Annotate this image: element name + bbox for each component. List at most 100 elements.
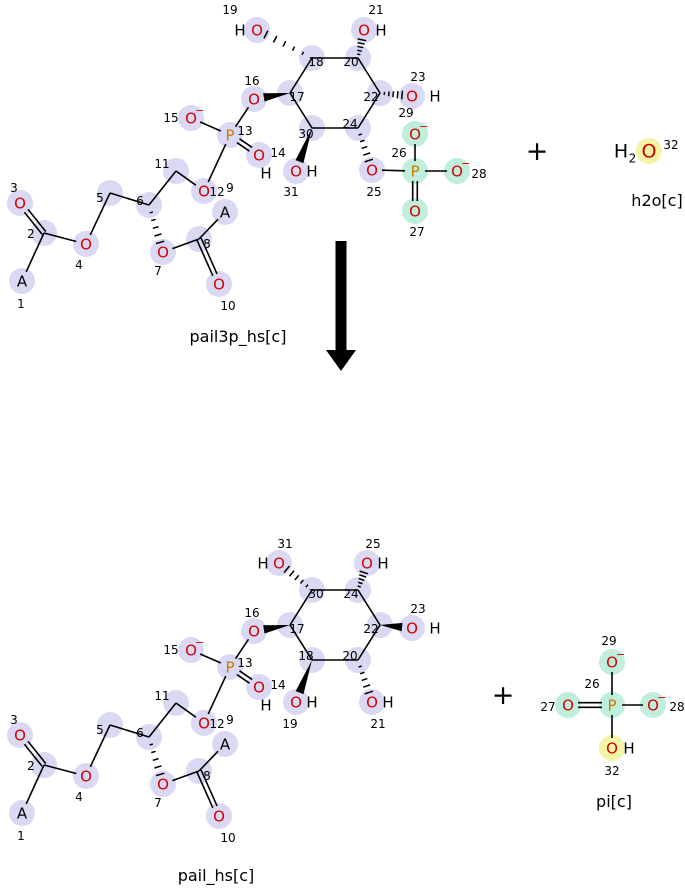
pail_hs-atom-H25: H <box>377 554 388 572</box>
pail3p_hs-atom-number-O10: 10 <box>220 299 235 313</box>
pail3p_hs-bond-C24-O25-hash <box>361 145 368 150</box>
pail3p_hs-atom-O14: O <box>253 146 265 164</box>
pail_hs-atom-O12: O <box>198 714 210 732</box>
pi-highlight-P26 <box>599 692 625 718</box>
pi-highlight-O29 <box>599 649 625 675</box>
pail3p_hs-bond-P13-O14 <box>239 138 253 149</box>
pail3p_hs-bond-C11-C6 <box>148 170 177 206</box>
pail3p_hs-atom-number-O27: 27 <box>409 225 424 239</box>
pail_hs-bond-C20-O21-hash <box>364 690 374 695</box>
pail_hs-bond-C24-C22 <box>357 589 381 626</box>
pail3p_hs-atom-O4: O <box>80 235 92 253</box>
pail_hs-atom-O31: O <box>273 554 285 572</box>
pail3p_hs-highlight-O3 <box>7 190 33 216</box>
pail3p_hs-bond-P13-O15 <box>199 121 222 132</box>
pail_hs-atom-number-C11: 11 <box>154 689 169 703</box>
pail_hs-atom-H19: H <box>306 693 317 711</box>
pail_hs-charge-O15: − <box>195 636 204 649</box>
pail3p_hs-atom-H21: H <box>375 21 386 39</box>
pail3p_hs-atom-number-O14: 14 <box>270 146 285 160</box>
pail3p_hs-bond-C20-O21-hash <box>357 45 364 49</box>
pail_hs-bond-C20-O21-hash <box>361 677 368 682</box>
pail_hs-bond-C30-O31-hash <box>288 570 295 577</box>
product-label: pail_hs[c] <box>177 866 255 885</box>
pail3p_hs-atom-number-O4: 4 <box>75 258 83 272</box>
pail3p_hs-atom-number-O12: 12 <box>209 185 224 199</box>
pail3p_hs-atom-O29: O <box>409 125 421 143</box>
pail_hs-atom-number-O3: 3 <box>10 713 18 727</box>
pi-highlight-O28 <box>640 692 666 718</box>
pail3p_hs-atom-number-P26: 26 <box>391 146 406 160</box>
pi-atom-O32: O <box>606 739 618 757</box>
pail_hs-highlight-O3 <box>7 722 33 748</box>
pail3p_hs-atom-O12: O <box>198 182 210 200</box>
pail3p_hs-atom-number-C11: 11 <box>154 157 169 171</box>
pail_hs-bond-C8-A9 <box>198 750 219 772</box>
pail3p_hs-bond-C20-C22 <box>357 57 381 94</box>
pail3p_hs-atom-H31: H <box>306 162 317 180</box>
pail3p_hs-atom-P13: P <box>225 126 234 144</box>
pail3p_hs-bond-C6-O7-hash <box>152 225 159 230</box>
pail3p_hs-atom-P26: P <box>410 162 419 180</box>
pail3p_hs-highlight-O23 <box>399 83 425 109</box>
pail3p_hs-bond-C30-O31-wedge <box>295 128 312 164</box>
pail3p_hs-bond-C22-O23-hash <box>396 90 399 99</box>
pail_hs-bond-C20-O21-hash <box>359 671 365 675</box>
pi-atom-O27: O <box>562 696 574 714</box>
pail_hs-atom-number-C24: 24 <box>343 587 358 601</box>
pail_hs-highlight-O19 <box>283 689 309 715</box>
pail3p_hs-bond-C18-O19-hash <box>291 46 296 52</box>
pi-atom-number-O32: 32 <box>604 764 619 778</box>
pail3p_hs-atom-number-O25: 25 <box>366 185 381 199</box>
pi-atom-number-O29: 29 <box>601 634 616 648</box>
pail3p_hs-bond-O25-P26 <box>381 169 406 172</box>
pail3p_hs-atom-number-C8: 8 <box>203 237 211 251</box>
pail_hs-atom-O3: O <box>14 726 26 744</box>
pail3p_hs-bond-C6-O7-hash <box>155 240 165 245</box>
pail3p_hs-bond-C18-O19-hash <box>272 35 278 43</box>
pail_hs-bond-P13-O14 <box>239 670 253 681</box>
pail3p_hs-bond-C2-O3 <box>23 211 43 235</box>
h2o-subscript-H: 2 <box>629 151 637 165</box>
pail3p_hs-atom-number-C6: 6 <box>136 194 144 208</box>
pail_hs-bond-C2-O3 <box>23 743 43 767</box>
pail3p_hs-bond-C22-C24 <box>357 92 381 129</box>
pail_hs-bond-C20-O21-hash <box>358 665 362 668</box>
pail3p_hs-atom-number-P13: 13 <box>237 124 252 138</box>
pi-atom-O29: O <box>606 653 618 671</box>
pail3p_hs-atom-number-O31: 31 <box>283 185 298 199</box>
pail_hs-bond-O7-C8 <box>172 770 200 782</box>
pail3p_hs-atom-O7: O <box>157 243 169 261</box>
h2o-atom-H: H <box>614 141 628 163</box>
pail_hs-atom-number-C6: 6 <box>136 726 144 740</box>
pail3p_hs-highlight-A9 <box>212 199 238 225</box>
pail3p_hs-charge-O15: − <box>195 104 204 117</box>
pail_hs-highlight-O16 <box>241 618 267 644</box>
pail3p_hs-bond-O12-C11 <box>175 170 197 186</box>
pail3p_hs-atom-H23: H <box>429 87 440 105</box>
pail_hs-bond-C22-C20 <box>357 624 381 661</box>
pail_hs-atom-O15: O <box>185 641 197 659</box>
pail3p_hs-highlight-O7 <box>150 239 176 265</box>
pail3p_hs-bond-C17-C18 <box>289 57 313 94</box>
pail_hs-bond-C6-O7-hash <box>149 743 154 746</box>
pail_hs-highlight-O15 <box>178 637 204 663</box>
pail3p_hs-charge-O29: − <box>419 120 428 133</box>
pail_hs-highlight-P13 <box>217 654 243 680</box>
pail_hs-atom-number-O15: 15 <box>163 643 178 657</box>
pail_hs-atom-number-O10: 10 <box>220 831 235 845</box>
pail_hs-bond-C22-O23-wedge <box>380 622 403 632</box>
pail_hs-highlight-O23 <box>399 615 425 641</box>
pail3p_hs-atom-H19: H <box>234 21 245 39</box>
pail_hs-atom-H23: H <box>429 619 440 637</box>
pail3p_hs-highlight-O29 <box>402 121 428 147</box>
pail_hs-bond-O12-C11 <box>175 702 197 718</box>
pail_hs-bond-C6-C5 <box>109 724 150 738</box>
pail3p_hs-bond-C6-O7-hash <box>151 218 156 222</box>
pail3p_hs-atom-number-C20: 20 <box>343 55 358 69</box>
pail3p_hs-atom-number-O21: 21 <box>368 3 383 17</box>
pail3p_hs-bond-O4-C2 <box>43 232 77 243</box>
pail_hs-bond-C24-O25-hash <box>358 577 365 582</box>
pail3p_hs-atom-number-O29: 29 <box>398 106 413 120</box>
pail_hs-atom-O21: O <box>366 693 378 711</box>
